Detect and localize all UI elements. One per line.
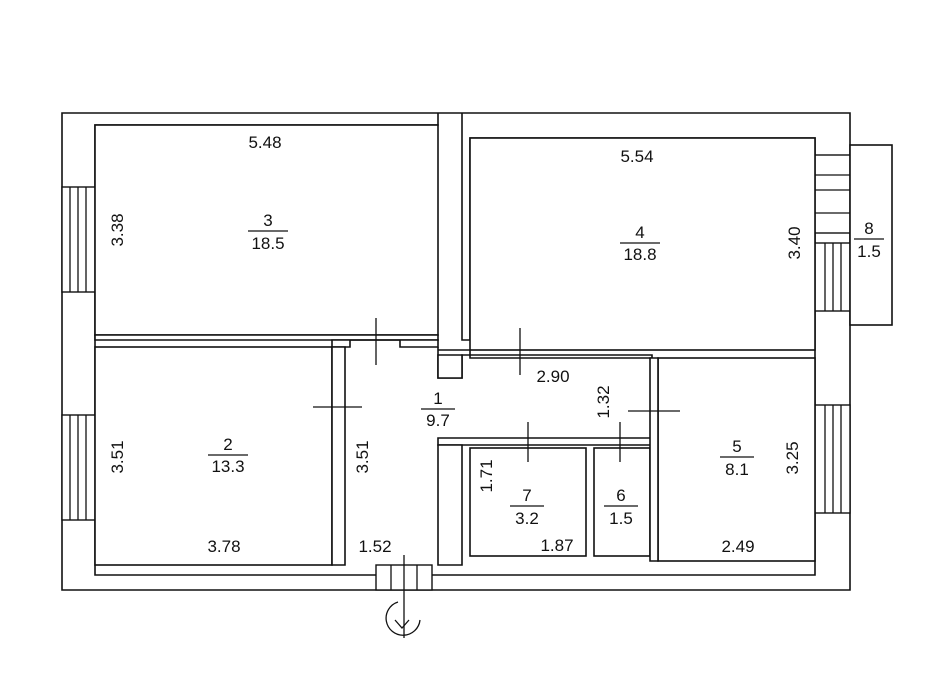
room-label-3: 3 18.5 <box>248 211 288 253</box>
dim-room5-width: 2.49 <box>721 537 754 556</box>
room-label-7: 7 3.2 <box>510 486 544 528</box>
entrance-arrow-icon <box>385 601 421 636</box>
room-area: 1.5 <box>609 509 633 528</box>
dim-room3-height: 3.38 <box>108 213 127 246</box>
room-7 <box>469 447 587 557</box>
dim-room3-width: 5.48 <box>248 133 281 152</box>
window-right-bottom <box>814 404 851 514</box>
dim-room2-height: 3.51 <box>108 440 127 473</box>
room-3 <box>94 124 439 336</box>
room-8-balcony <box>849 144 893 326</box>
room-label-4: 4 18.8 <box>620 223 660 264</box>
room-number: 4 <box>635 223 644 242</box>
room-area: 18.5 <box>251 234 284 253</box>
room-label-1: 1 9.7 <box>421 389 455 430</box>
wall-room2-hall <box>331 346 346 566</box>
dim-corridor-height: 1.32 <box>594 385 613 418</box>
dim-corridor-width: 2.90 <box>536 367 569 386</box>
entrance-door <box>375 555 433 638</box>
room-label-5: 5 8.1 <box>720 437 754 479</box>
room-number: 1 <box>433 389 442 408</box>
room-number: 8 <box>864 219 873 238</box>
dim-room2-width: 3.78 <box>207 537 240 556</box>
room-2 <box>94 346 333 566</box>
room-number: 2 <box>223 435 232 454</box>
wall-room5-left <box>649 357 659 562</box>
room-area: 13.3 <box>211 457 244 476</box>
room-area: 18.8 <box>623 245 656 264</box>
room-label-8: 8 1.5 <box>854 219 884 261</box>
room-area: 9.7 <box>426 411 450 430</box>
room-4 <box>469 137 816 351</box>
room-area: 1.5 <box>857 242 881 261</box>
wall-hall-block <box>437 347 653 379</box>
window-right-top <box>814 242 851 312</box>
room-6 <box>593 447 651 557</box>
room-5 <box>657 357 816 562</box>
room-number: 7 <box>522 486 531 505</box>
room-area: 3.2 <box>515 509 539 528</box>
dim-room7-width: 1.87 <box>540 536 573 555</box>
dim-room4-width: 5.54 <box>620 147 653 166</box>
dim-room5-height: 3.25 <box>783 441 802 474</box>
room-label-2: 2 13.3 <box>208 435 248 476</box>
room-number: 3 <box>263 211 272 230</box>
dim-hall-width: 1.52 <box>358 537 391 556</box>
room-area: 8.1 <box>725 460 749 479</box>
door-marks <box>313 318 680 462</box>
dim-room7-height: 1.71 <box>477 459 496 492</box>
wall-room3-hall <box>94 334 439 348</box>
room-number: 5 <box>732 437 741 456</box>
dim-hall-height: 3.51 <box>353 440 372 473</box>
window-left-top <box>61 186 96 293</box>
room-number: 6 <box>616 486 625 505</box>
room-label-6: 6 1.5 <box>604 486 638 528</box>
window-left-bottom <box>61 414 96 521</box>
dim-room4-height: 3.40 <box>785 226 804 259</box>
